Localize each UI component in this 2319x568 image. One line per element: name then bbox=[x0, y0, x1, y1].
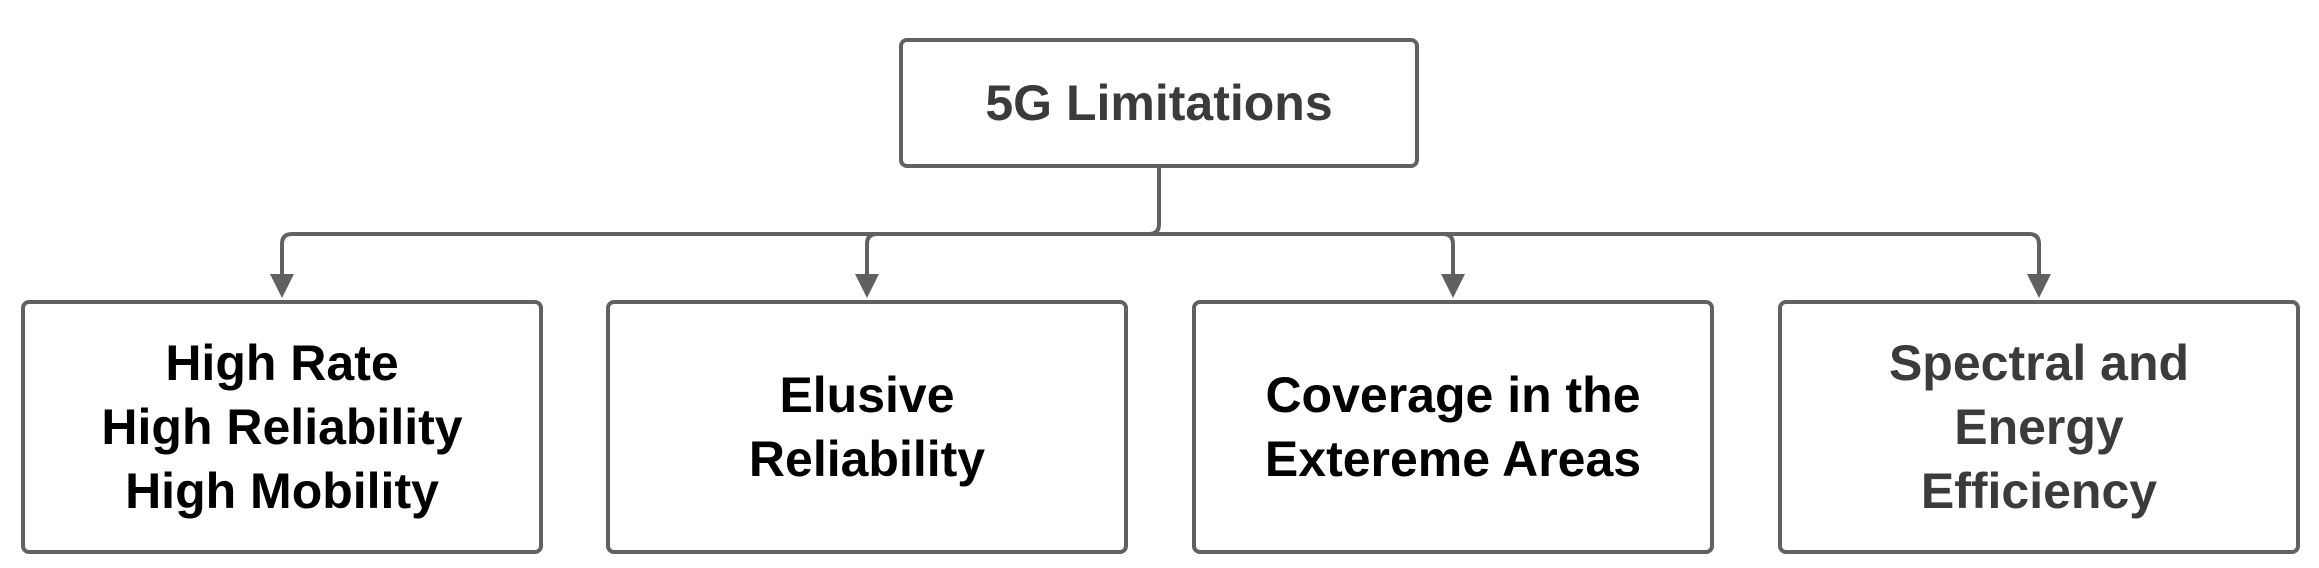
label-line: Elusive bbox=[779, 367, 955, 423]
child-node-coverage: Coverage in the Extereme Areas bbox=[1192, 300, 1714, 554]
label-line: High Mobility bbox=[125, 463, 439, 519]
label-line: Coverage in the bbox=[1265, 367, 1641, 423]
label-line: Reliability bbox=[748, 431, 986, 487]
label-line: High Rate bbox=[165, 335, 399, 391]
root-node: 5G Limitations bbox=[899, 38, 1419, 168]
root-node-label: 5G Limitations bbox=[985, 75, 1333, 131]
connector-to-node-4 bbox=[1157, 232, 2041, 278]
label-line: Extereme Areas bbox=[1264, 431, 1642, 487]
child-node-label: Spectral and Energy Efficiency bbox=[1889, 331, 2189, 523]
child-node-label: High Rate High Reliability High Mobility bbox=[101, 331, 462, 523]
label-line: Efficiency bbox=[1920, 463, 2158, 519]
arrowhead-node-2 bbox=[855, 274, 879, 298]
arrowhead-node-4 bbox=[2027, 274, 2051, 298]
arrowhead-node-1 bbox=[270, 274, 294, 298]
child-node-spectral-energy: Spectral and Energy Efficiency bbox=[1778, 300, 2300, 554]
trunk-connector bbox=[1147, 166, 1161, 236]
label-line: Energy bbox=[1954, 399, 2124, 455]
connector-to-node-3 bbox=[1157, 232, 1455, 278]
child-node-label: Elusive Reliability bbox=[749, 363, 985, 491]
child-node-label: Coverage in the Extereme Areas bbox=[1265, 363, 1641, 491]
label-line: High Reliability bbox=[101, 399, 463, 455]
arrowhead-node-3 bbox=[1441, 274, 1465, 298]
connector-to-node-1 bbox=[280, 232, 1161, 278]
child-node-elusive-reliability: Elusive Reliability bbox=[606, 300, 1128, 554]
child-node-high-rate: High Rate High Reliability High Mobility bbox=[21, 300, 543, 554]
connector-to-node-2 bbox=[865, 232, 1161, 278]
label-line: Spectral and bbox=[1888, 335, 2190, 391]
